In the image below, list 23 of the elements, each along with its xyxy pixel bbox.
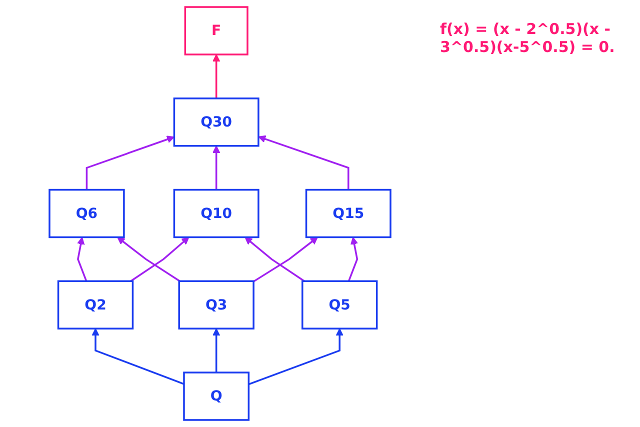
node-box: Q (183, 372, 250, 421)
arrow (258, 135, 350, 190)
node-box: Q2 (57, 280, 134, 330)
arrow (77, 236, 88, 282)
node-box: Q30 (173, 98, 260, 147)
arrow (253, 236, 318, 282)
arrow (348, 236, 358, 282)
node-box: Q10 (173, 188, 260, 238)
arrow (212, 146, 220, 190)
equation-note: f(x) = (x - 2^0.5)(x - 3^0.5)(x-5^0.5) = 0. (440, 20, 616, 56)
arrow (117, 236, 180, 282)
node-box: Q6 (48, 188, 125, 238)
arrow (212, 328, 220, 373)
node-box: Q3 (178, 280, 254, 330)
node-box: F (184, 6, 248, 56)
node-box: Q15 (305, 188, 392, 238)
arrow (86, 136, 175, 190)
node-box: Q5 (302, 280, 378, 330)
arrow (212, 54, 220, 98)
arrow (248, 328, 344, 386)
arrow (92, 328, 184, 385)
arrow (130, 236, 190, 282)
arrow (244, 236, 305, 282)
